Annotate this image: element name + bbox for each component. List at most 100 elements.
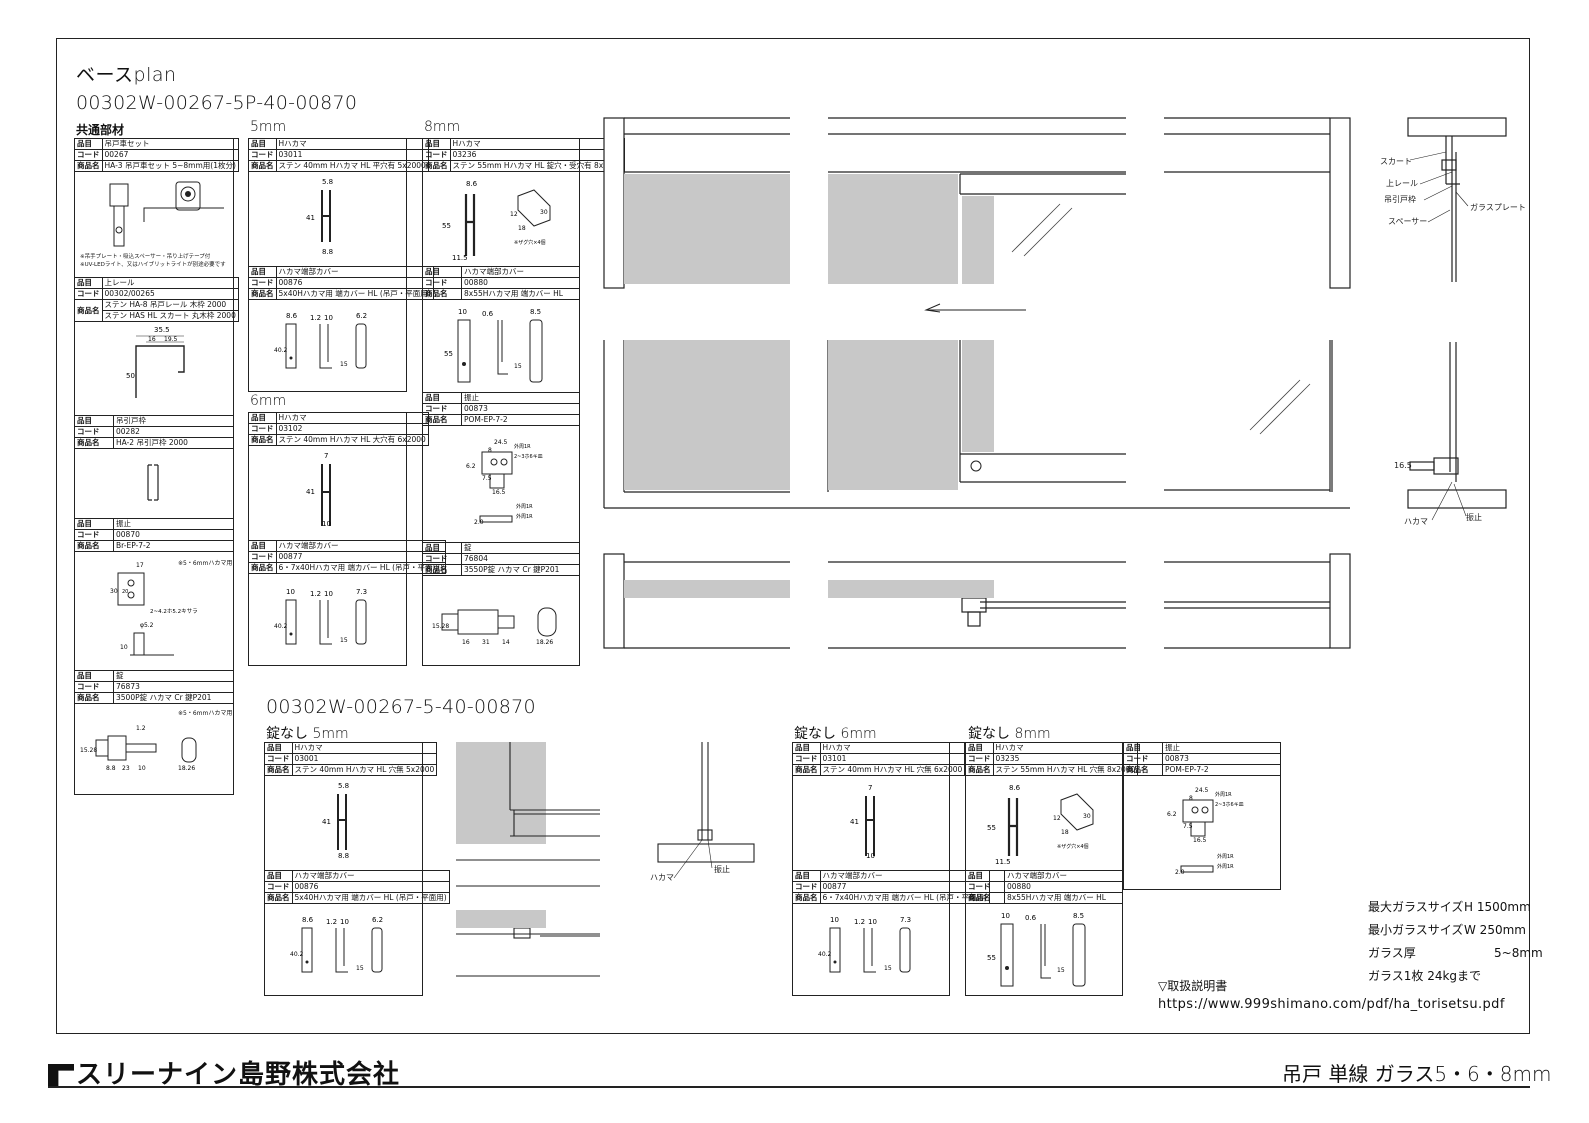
svg-text:15: 15 xyxy=(1057,967,1065,974)
svg-text:8: 8 xyxy=(488,447,492,454)
svg-text:5.8: 5.8 xyxy=(338,782,349,790)
section-view-drawing: スカート 上レール 吊引戸枠 スペーサー ガラスプレート ハカマ 振止 16.5 xyxy=(1380,117,1526,526)
svg-text:上レール: 上レール xyxy=(1386,179,1418,188)
manual-link[interactable]: https://www.999shimano.com/pdf/ha_torise… xyxy=(1158,997,1505,1012)
company-name: スリーナイン島野株式会社 xyxy=(76,1060,401,1090)
section-6mm: 6mm xyxy=(250,393,287,409)
svg-text:10: 10 xyxy=(866,852,875,860)
svg-text:41: 41 xyxy=(322,818,331,826)
svg-text:50: 50 xyxy=(126,372,135,380)
svg-text:6.2: 6.2 xyxy=(466,463,476,470)
svg-text:41: 41 xyxy=(850,818,859,826)
svg-text:18: 18 xyxy=(518,225,526,232)
glass-panel xyxy=(828,174,958,284)
svg-text:19.5: 19.5 xyxy=(164,336,178,343)
h8b-cover-drawing: 10 0.6 8.5 55 15 xyxy=(987,912,1086,987)
svg-text:8: 8 xyxy=(1189,795,1193,802)
svg-text:8.6: 8.6 xyxy=(302,916,314,924)
svg-text:15.28: 15.28 xyxy=(80,747,97,754)
svg-text:ガラスプレート: ガラスプレート xyxy=(1470,202,1526,212)
svg-text:10: 10 xyxy=(322,520,331,528)
svg-text:17: 17 xyxy=(136,562,144,569)
section-5mm: 5mm xyxy=(250,119,287,135)
svg-text:18: 18 xyxy=(1061,829,1069,836)
h8-drawing: 8.6 55 11.5 12 30 18 ※ザグ穴×4個 xyxy=(442,180,551,262)
company-logo-icon xyxy=(48,1064,74,1086)
svg-text:2.0: 2.0 xyxy=(1175,869,1185,876)
h8-cover-drawing: 10 0.6 8.5 55 15 xyxy=(444,308,543,383)
lock-drawing: 1.2 15.28 8.8 23 10 18.26 xyxy=(80,725,197,772)
svg-text:10: 10 xyxy=(868,918,877,926)
svg-text:11.5: 11.5 xyxy=(452,254,468,262)
svg-text:40.2: 40.2 xyxy=(290,951,304,958)
svg-text:7.3: 7.3 xyxy=(356,588,367,596)
upper-rail-drawing: 35.5 16 19.5 50 xyxy=(126,326,185,398)
plan-title: ベースplan xyxy=(76,64,177,86)
svg-text:6.2: 6.2 xyxy=(372,916,383,924)
svg-text:8.5: 8.5 xyxy=(530,308,541,316)
svg-text:2.0: 2.0 xyxy=(474,519,484,526)
svg-text:8.6: 8.6 xyxy=(286,312,298,320)
svg-text:24.5: 24.5 xyxy=(1195,787,1209,794)
svg-text:12: 12 xyxy=(510,211,518,218)
svg-text:15: 15 xyxy=(514,363,522,370)
lockless-code: 00302W-00267-5-40-00870 xyxy=(266,696,536,718)
glass-panel xyxy=(962,196,994,284)
svg-text:55: 55 xyxy=(442,222,451,230)
svg-text:外周1R: 外周1R xyxy=(1217,863,1234,870)
svg-text:外周1R: 外周1R xyxy=(516,503,533,510)
section-8mm: 8mm xyxy=(424,119,461,135)
svg-text:8.6: 8.6 xyxy=(466,180,478,188)
h5-cover-drawing: 8.6 1.2 10 6.2 40.2 15 xyxy=(274,312,367,369)
hanger-set-drawing xyxy=(109,181,224,247)
svg-text:16: 16 xyxy=(462,639,470,646)
svg-text:7.5: 7.5 xyxy=(482,475,492,482)
svg-text:0.6: 0.6 xyxy=(1025,914,1037,922)
section-lockless-6mm: 錠なし 6mm xyxy=(794,726,877,742)
svg-text:15: 15 xyxy=(356,965,364,972)
h5-drawing: 5.8 41 8.8 xyxy=(306,178,333,256)
svg-text:10: 10 xyxy=(120,644,128,651)
svg-text:外周1R: 外周1R xyxy=(1217,853,1234,860)
svg-text:40.2: 40.2 xyxy=(274,623,288,630)
svg-text:10: 10 xyxy=(286,588,295,596)
lock-note: ※5・6mmハカマ用 xyxy=(178,710,233,717)
svg-text:15: 15 xyxy=(340,637,348,644)
svg-text:16.5: 16.5 xyxy=(492,489,506,496)
svg-text:30: 30 xyxy=(540,209,548,216)
svg-text:振止: 振止 xyxy=(1466,512,1482,522)
svg-text:40.2: 40.2 xyxy=(274,347,288,354)
svg-text:16: 16 xyxy=(148,336,156,343)
section-lockless-5mm: 錠なし 5mm xyxy=(266,726,349,742)
h6-cover-drawing: 10 1.2 10 7.3 40.2 15 xyxy=(274,588,367,645)
plan-code: 00302W-00267-5P-40-00870 xyxy=(76,92,358,114)
svg-text:30: 30 xyxy=(110,588,118,595)
svg-text:6.2: 6.2 xyxy=(356,312,367,320)
svg-text:2~3ホ6キ皿: 2~3ホ6キ皿 xyxy=(1215,802,1244,808)
svg-text:15: 15 xyxy=(340,361,348,368)
svg-text:10: 10 xyxy=(1001,912,1010,920)
svg-text:55: 55 xyxy=(444,350,453,358)
h5b-cover-drawing: 8.6 1.2 10 6.2 40.2 15 xyxy=(290,916,383,973)
door-elevation-drawing xyxy=(603,117,1351,649)
svg-text:10: 10 xyxy=(458,308,467,316)
svg-text:1.2: 1.2 xyxy=(310,314,321,322)
svg-text:11.5: 11.5 xyxy=(995,858,1011,866)
company-logo: スリーナイン島野株式会社 xyxy=(48,1054,400,1091)
stopper-drawing: 17 30 20 φ5.2 2~4.2ホ5.2キサラ 10 xyxy=(110,562,198,656)
svg-text:55: 55 xyxy=(987,824,996,832)
svg-text:吊引戸枠: 吊引戸枠 xyxy=(1384,194,1416,204)
h6-drawing: 7 41 10 xyxy=(306,452,331,528)
svg-text:41: 41 xyxy=(306,214,315,222)
